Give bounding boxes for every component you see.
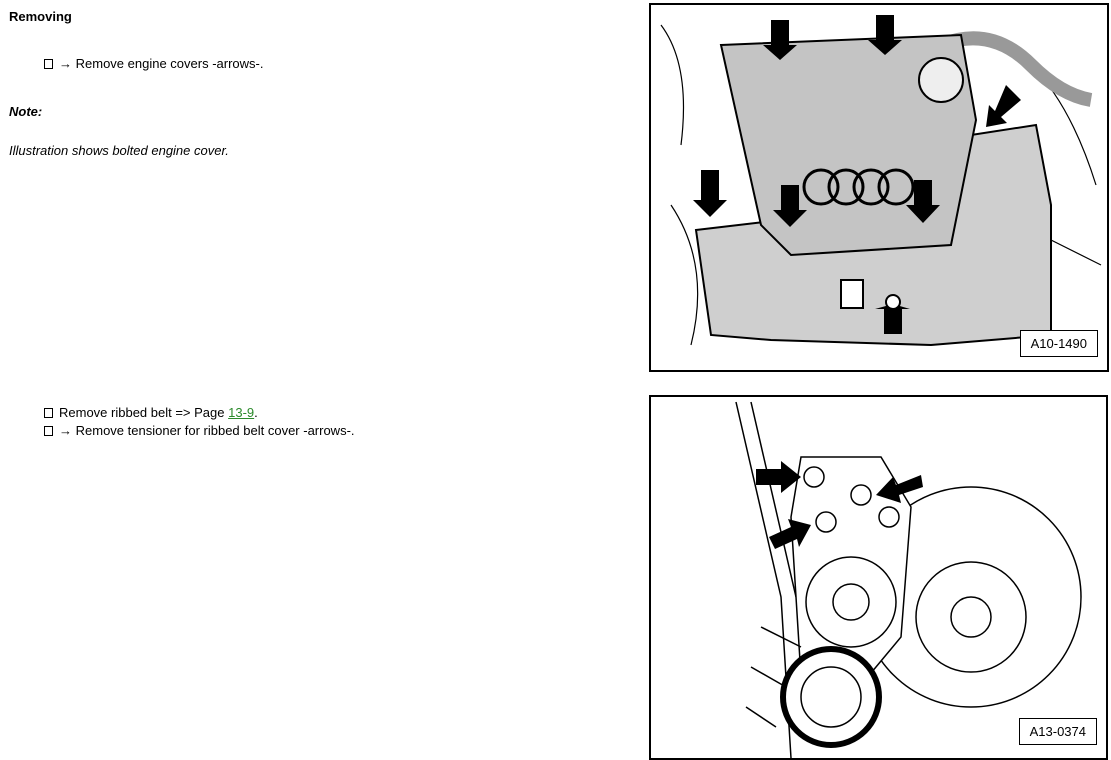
arrow-icon: → xyxy=(59,56,72,71)
figure-label: A13-0374 xyxy=(1018,718,1097,745)
checkbox-icon xyxy=(44,59,53,69)
section-heading: Removing xyxy=(9,9,72,24)
step-text: Remove ribbed belt => Page xyxy=(59,405,229,420)
figure-engine-cover: A10-1490 xyxy=(649,3,1109,372)
checkbox-icon xyxy=(44,408,53,418)
step-suffix: . xyxy=(254,405,258,420)
page-link[interactable]: 13-9 xyxy=(228,405,255,420)
step-text: Remove tensioner for ribbed belt cover -… xyxy=(75,423,355,438)
arrow-icons xyxy=(756,461,923,549)
step-text: Remove engine covers -arrows-. xyxy=(75,56,264,71)
figure-label: A10-1490 xyxy=(1019,330,1098,357)
arrow-icons xyxy=(693,15,1021,334)
checkbox-icon xyxy=(44,426,53,436)
step-remove-tensioner: → Remove tensioner for ribbed belt cover… xyxy=(44,423,355,438)
step-remove-ribbed-belt: Remove ribbed belt => Page 13-9. xyxy=(44,405,258,420)
note-text: Illustration shows bolted engine cover. xyxy=(9,143,229,158)
arrow-icon: → xyxy=(59,423,72,438)
step-remove-engine-covers: → Remove engine covers -arrows-. xyxy=(44,56,263,71)
engine-cover-illustration xyxy=(660,15,1102,347)
belt-tensioner-illustration xyxy=(735,401,1082,758)
figure-belt-tensioner: A13-0374 xyxy=(649,395,1108,760)
note-label: Note: xyxy=(9,104,43,119)
